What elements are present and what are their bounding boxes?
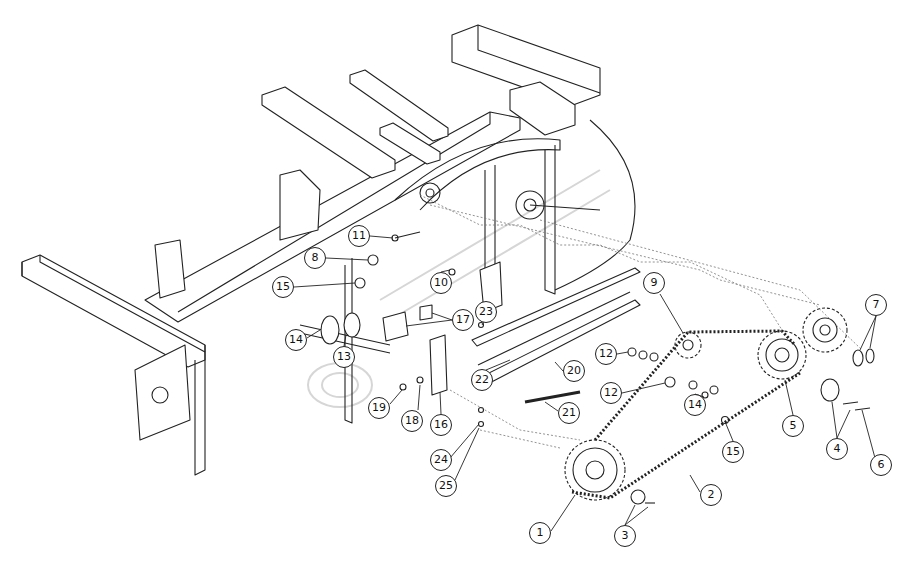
callout-number: 24 bbox=[430, 449, 452, 471]
callout-number: 4 bbox=[826, 438, 848, 460]
callout-number: 20 bbox=[563, 360, 585, 382]
callout-number: 5 bbox=[782, 415, 804, 437]
callout-number: 18 bbox=[401, 410, 423, 432]
callout-number: 3 bbox=[614, 525, 636, 547]
callout-number: 14 bbox=[285, 329, 307, 351]
callout-number: 16 bbox=[430, 414, 452, 436]
callout-number: 23 bbox=[475, 301, 497, 323]
callout-number: 9 bbox=[643, 272, 665, 294]
callout-number: 7 bbox=[865, 294, 887, 316]
callout-number: 11 bbox=[348, 225, 370, 247]
callout-number: 22 bbox=[471, 369, 493, 391]
callout-number: 21 bbox=[558, 402, 580, 424]
callout-number: 25 bbox=[435, 475, 457, 497]
callout-number: 6 bbox=[870, 454, 892, 476]
callout-number: 17 bbox=[452, 309, 474, 331]
callout-number: 14 bbox=[684, 394, 706, 416]
callout-number: 15 bbox=[272, 276, 294, 298]
callout-number: 1 bbox=[529, 522, 551, 544]
callout-number: 2 bbox=[700, 484, 722, 506]
callout-number: 12 bbox=[600, 382, 622, 404]
callout-number: 19 bbox=[368, 397, 390, 419]
callout-number: 12 bbox=[595, 343, 617, 365]
callout-number: 15 bbox=[722, 441, 744, 463]
callout-number: 10 bbox=[430, 272, 452, 294]
callout-number: 13 bbox=[333, 346, 355, 368]
callout-number: 8 bbox=[304, 247, 326, 269]
